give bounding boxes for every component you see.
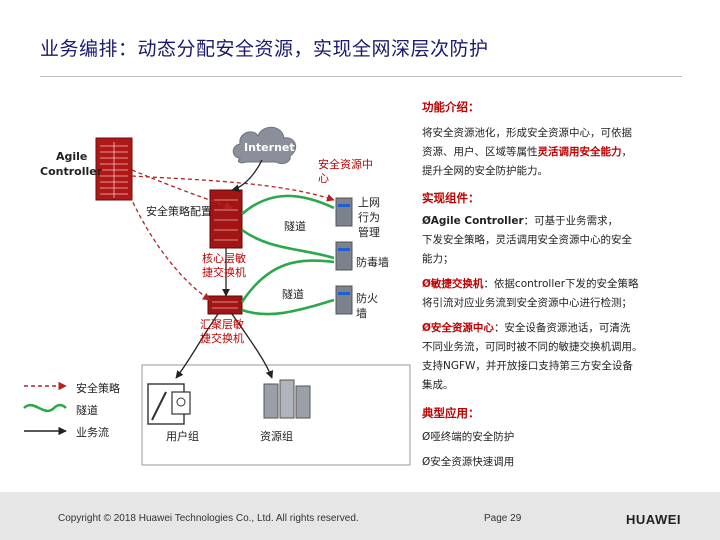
behavior-mgmt-label-line1: 上网 (358, 196, 380, 209)
policy-lines (129, 169, 335, 301)
huawei-wordmark: HUAWEI (626, 512, 681, 527)
security-center-label-line2: 心 (318, 172, 329, 185)
comp2-line-2: 将引流对应业务流到安全资源中心进行检测； (422, 297, 632, 309)
internet-cloud-icon (232, 126, 297, 165)
firewall-appliance-icon (335, 285, 353, 315)
user-group-icon (147, 383, 191, 425)
comp3-text-1: ：安全设备资源池话，可清洗 (493, 322, 631, 334)
comp1-line-2: 下发安全策略，灵活调用安全资源中心的安全 (422, 234, 632, 246)
behavior-mgmt-label-line2: 行为 (358, 211, 380, 224)
agg-switch-label-line2: 捷交换机 (200, 332, 244, 345)
security-center-label-line1: 安全资源中 (318, 158, 373, 171)
page-number: Page 29 (484, 513, 522, 524)
tunnel-lines (240, 194, 335, 316)
flow-lines (175, 159, 274, 379)
firewall-label-line1: 防火 (356, 292, 378, 305)
feature-line-2: 资源、用户、区域等属性灵活调用安全能力， (422, 143, 674, 162)
firewall-label-line2: 墙 (356, 307, 367, 320)
user-group-label: 用户组 (166, 430, 199, 443)
antivirus-label: 防毒墙 (356, 256, 389, 269)
aggregation-switch-icon (207, 295, 243, 315)
comp2-text-1: ：依据controller下发的安全策略 (483, 278, 639, 290)
comp2-name: Ø敏捷交换机 (422, 278, 484, 290)
agile-controller-server-icon (95, 137, 133, 201)
comp1-line-3: 能力； (422, 253, 454, 265)
page-title: 业务编排：动态分配安全资源，实现全网深层次防护 (40, 38, 489, 60)
legend-symbols (23, 381, 67, 436)
comp1-text-1: ：可基于业务需求， (523, 215, 619, 227)
component-security-center: Ø安全资源中心：安全设备资源池话，可清洗 不同业务流，可同时被不同的敏捷交换机调… (422, 319, 674, 395)
behavior-mgmt-label-line3: 管理 (358, 226, 380, 239)
agg-switch-label-line1: 汇聚层敏 (200, 318, 244, 331)
component-agile-controller: ØAgile Controller：可基于业务需求， 下发安全策略，灵活调用安全… (422, 212, 674, 269)
core-switch-label-line2: 捷交换机 (202, 266, 246, 279)
comp1-line-1: ØAgile Controller：可基于业务需求， (422, 212, 674, 231)
behavior-mgmt-appliance-icon (335, 197, 353, 227)
comp3-line-4: 集成。 (422, 379, 454, 391)
components-heading: 实现组件： (422, 191, 480, 205)
security-policy-config-label: 安全策略配置 (146, 205, 212, 218)
agile-controller-label-line2: Controller (40, 165, 103, 178)
legend-flow-label: 业务流 (76, 426, 109, 439)
comp3-line-3: 支持NGFW，并开放接口支持第三方安全设备 (422, 360, 633, 372)
comp2-line-1: Ø敏捷交换机：依据controller下发的安全策略 (422, 275, 674, 294)
agile-controller-label-line1: Agile (56, 150, 88, 163)
internet-label: Internet (244, 141, 295, 154)
feature-line-2-highlight: 灵活调用安全能力 (537, 146, 622, 158)
app-item-1: Ø哑终端的安全防护 (422, 431, 515, 443)
legend-policy-label: 安全策略 (76, 382, 120, 395)
group-frame (141, 364, 411, 466)
core-switch-label-line1: 核心层敏 (202, 252, 246, 265)
feature-line-1: 将安全资源池化，形成安全资源中心，可依据 (422, 127, 632, 139)
antivirus-appliance-icon (335, 241, 353, 271)
component-agile-switch: Ø敏捷交换机：依据controller下发的安全策略 将引流对应业务流到安全资源… (422, 275, 674, 313)
app-item-2: Ø安全资源快速调用 (422, 456, 515, 468)
tunnel-label-1: 隧道 (284, 220, 306, 233)
comp3-line-2: 不同业务流，可同时被不同的敏捷交换机调用。 (422, 341, 643, 353)
feature-line-3: 提升全网的安全防护能力。 (422, 165, 548, 177)
tunnel-label-2: 隧道 (282, 288, 304, 301)
resource-group-icon (263, 379, 311, 419)
footer-bar (0, 492, 720, 540)
feature-line-2a: 资源、用户、区域等属性 (422, 146, 538, 158)
core-switch-icon (209, 189, 243, 249)
legend-tunnel-label: 隧道 (76, 404, 98, 417)
comp1-name: ØAgile Controller (422, 215, 524, 227)
comp3-name: Ø安全资源中心 (422, 322, 494, 334)
feature-heading: 功能介绍： (422, 100, 480, 114)
feature-line-2c: ， (621, 146, 633, 158)
resource-group-label: 资源组 (260, 430, 293, 443)
apps-heading: 典型应用： (422, 406, 480, 420)
title-divider (40, 76, 682, 77)
comp3-line-1: Ø安全资源中心：安全设备资源池话，可清洗 (422, 319, 674, 338)
copyright-text: Copyright © 2018 Huawei Technologies Co.… (58, 513, 359, 524)
feature-paragraph: 将安全资源池化，形成安全资源中心，可依据 资源、用户、区域等属性灵活调用安全能力… (422, 124, 674, 181)
app-list: Ø哑终端的安全防护 Ø安全资源快速调用 (422, 428, 674, 472)
